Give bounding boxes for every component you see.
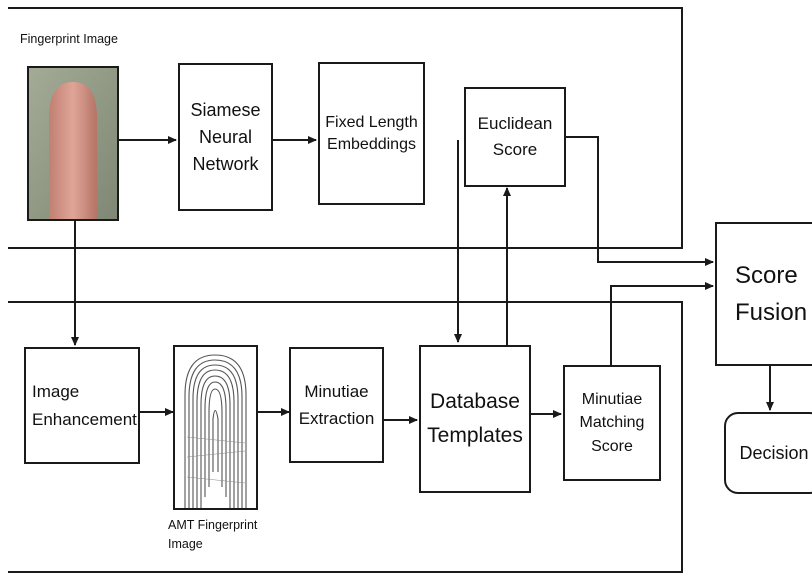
finger-illustration — [29, 68, 117, 219]
score-fusion-label: Score Fusion — [735, 257, 807, 331]
euclidean-score-label: Euclidean Score — [478, 111, 553, 164]
arrow-matching-to-fusion — [611, 286, 713, 365]
minutiae-extraction-label: Minutiae Extraction — [299, 378, 375, 432]
decision-box: Decision — [724, 412, 812, 494]
fixed-length-embeddings-box: Fixed Length Embeddings — [318, 62, 425, 205]
fingerprint-image-caption: Fingerprint Image — [20, 30, 118, 49]
fixed-length-embeddings-label: Fixed Length Embeddings — [325, 112, 418, 155]
arrow-euclidean-to-fusion — [566, 137, 713, 262]
minutiae-matching-score-label: Minutiae Matching Score — [580, 388, 645, 458]
minutiae-extraction-box: Minutiae Extraction — [289, 347, 384, 463]
decision-label: Decision — [739, 441, 808, 465]
amt-fingerprint-print — [173, 345, 258, 510]
euclidean-score-box: Euclidean Score — [464, 87, 566, 187]
image-enhancement-label: Image Enhancement — [32, 378, 137, 432]
siamese-neural-network-label: Siamese Neural Network — [190, 97, 260, 178]
score-fusion-box: Score Fusion — [715, 222, 812, 366]
image-enhancement-box: Image Enhancement — [24, 347, 140, 464]
database-templates-box: Database Templates — [419, 345, 531, 493]
fingerprint-ridges-illustration — [175, 347, 256, 508]
minutiae-matching-score-box: Minutiae Matching Score — [563, 365, 661, 481]
siamese-neural-network-box: Siamese Neural Network — [178, 63, 273, 211]
amt-fingerprint-image-caption: AMT Fingerprint Image — [168, 516, 257, 554]
database-templates-label: Database Templates — [427, 385, 523, 452]
fingerprint-photo — [27, 66, 119, 221]
